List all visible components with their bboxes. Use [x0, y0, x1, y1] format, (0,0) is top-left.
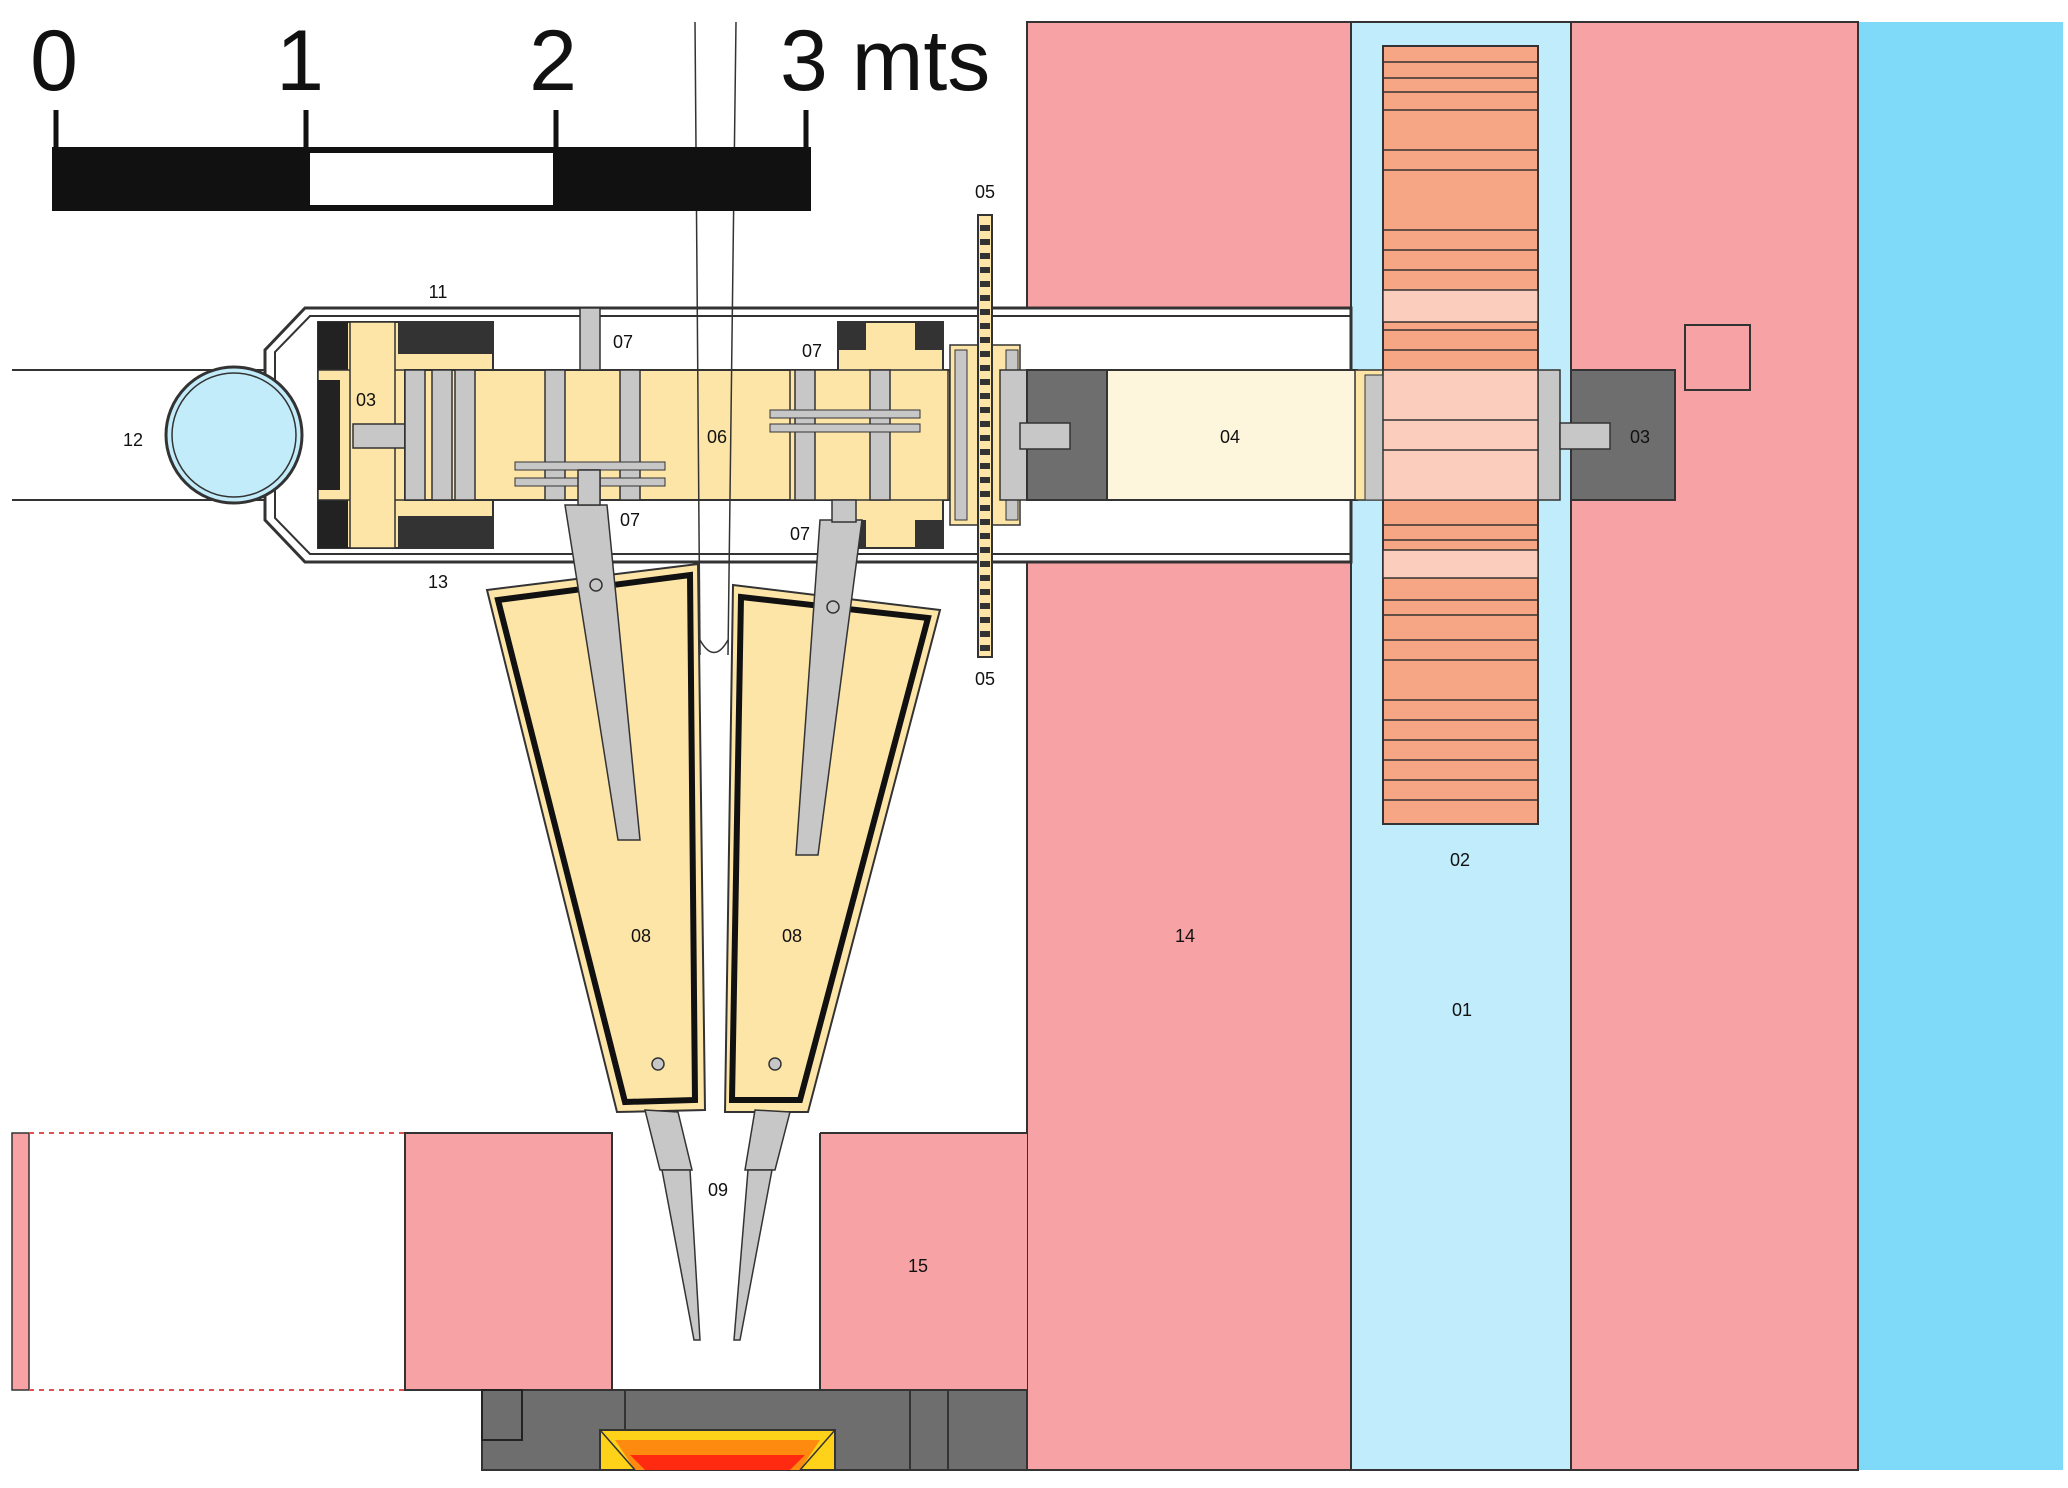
gear-tooth [980, 519, 990, 525]
label-03-left: 03 [356, 390, 376, 410]
gear-tooth [980, 505, 990, 511]
hammer-right [723, 499, 942, 1341]
label-07-b: 07 [620, 510, 640, 530]
part-labels: 01 02 03 03 04 05 05 06 07 07 07 07 08 0… [123, 182, 1650, 1276]
label-14: 14 [1175, 926, 1195, 946]
label-05-bottom: 05 [975, 669, 995, 689]
hammer-left [485, 469, 707, 1341]
gear-tooth [980, 407, 990, 413]
gear-tooth [980, 463, 990, 469]
pipe-12 [164, 365, 304, 505]
gear-tooth [980, 617, 990, 623]
gear-tooth [980, 225, 990, 231]
scale-bar: 0 1 2 3 mts [30, 13, 990, 211]
gear-tooth [980, 435, 990, 441]
gear-tooth [980, 351, 990, 357]
gear-tooth [980, 603, 990, 609]
gear-tooth [980, 323, 990, 329]
gear-tooth [980, 253, 990, 259]
wall-block-14 [1026, 21, 1352, 1471]
gear-tooth [980, 239, 990, 245]
gear-tooth [980, 575, 990, 581]
label-08-right: 08 [782, 926, 802, 946]
label-07-a: 07 [613, 332, 633, 352]
gear-tooth [980, 379, 990, 385]
gear-tooth [980, 645, 990, 651]
gear-tooth [980, 449, 990, 455]
gear-tooth [980, 491, 990, 497]
label-11: 11 [429, 282, 448, 302]
label-03-right: 03 [1630, 427, 1650, 447]
label-07-c: 07 [802, 341, 822, 361]
gear-tooth [980, 393, 990, 399]
label-05-top: 05 [975, 182, 995, 202]
gear-tooth [980, 561, 990, 567]
gear-tooth [980, 309, 990, 315]
shaft-pin-right [1559, 422, 1611, 450]
wall-strip-left [11, 1132, 30, 1391]
label-02: 02 [1450, 850, 1470, 870]
gear-05 [949, 214, 1031, 658]
label-06: 06 [707, 427, 727, 447]
gear-tooth [980, 295, 990, 301]
right-wall [1570, 21, 1859, 1471]
label-08-left: 08 [631, 926, 651, 946]
label-04: 04 [1220, 427, 1240, 447]
gear-tooth [980, 267, 990, 273]
scale-tick-2: 2 [529, 13, 577, 109]
river [1858, 22, 2063, 1470]
gear-tooth [980, 365, 990, 371]
gear-tooth [980, 589, 990, 595]
gear-tooth [980, 337, 990, 343]
gear-tooth [980, 533, 990, 539]
shaft-pin-left [1019, 422, 1071, 450]
small-square [1684, 324, 1751, 391]
gear-tooth [980, 281, 990, 287]
label-01: 01 [1452, 1000, 1472, 1020]
scale-tick-3: 3 mts [780, 13, 990, 109]
hearth-block [481, 1389, 1028, 1471]
label-07-d: 07 [790, 524, 810, 544]
wall-block-lower-left [404, 1132, 613, 1391]
label-15: 15 [908, 1256, 928, 1276]
gear-tooth [980, 631, 990, 637]
scale-tick-1: 1 [276, 13, 324, 109]
label-12: 12 [123, 430, 143, 450]
label-09: 09 [708, 1180, 728, 1200]
gear-tooth [980, 547, 990, 553]
scale-tick-0: 0 [30, 13, 78, 109]
gear-tooth [980, 421, 990, 427]
label-13: 13 [428, 572, 448, 592]
gear-tooth [980, 477, 990, 483]
